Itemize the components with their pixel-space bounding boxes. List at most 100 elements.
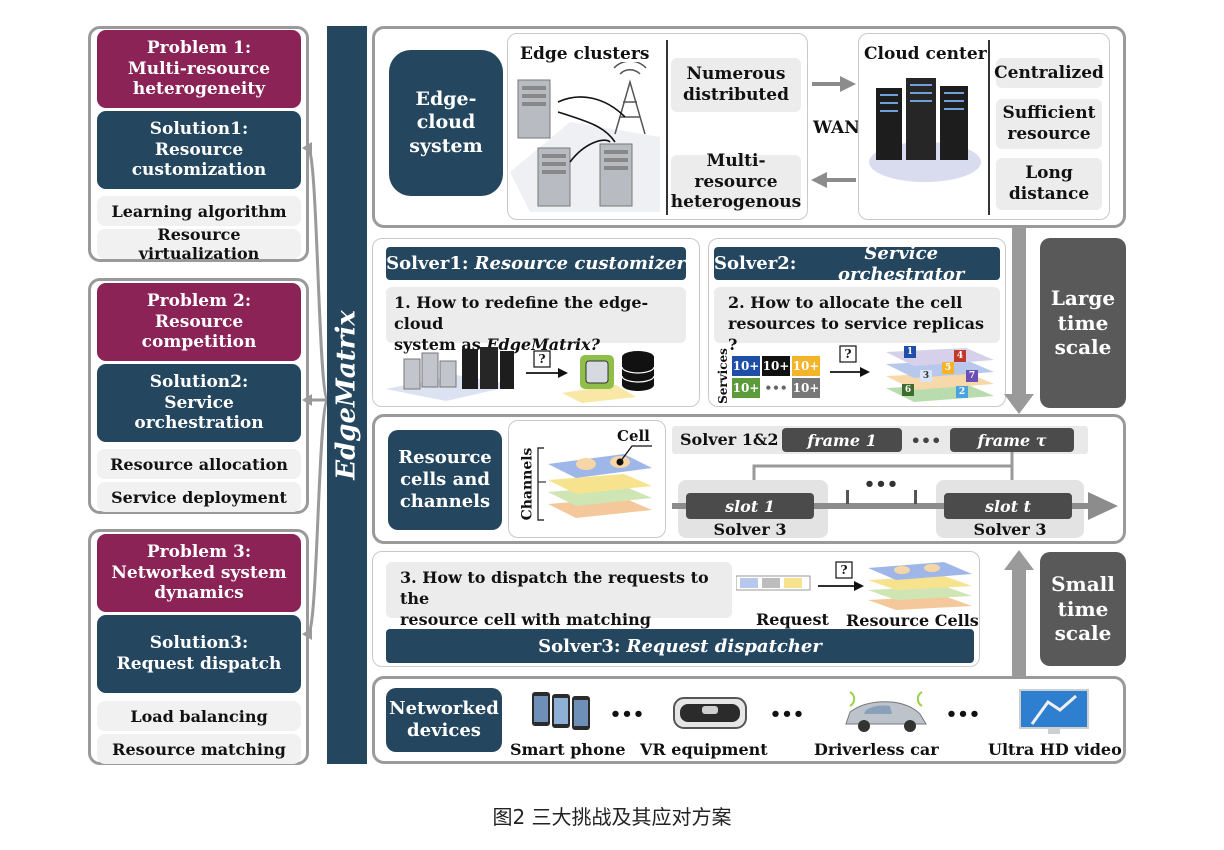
solver2-title: Solver2: Service orchestrator [714, 243, 1000, 285]
load-balancing-item: Load balancing [97, 701, 301, 731]
small-time-scale-box: Small time scale [1040, 552, 1126, 666]
cell-num: 7 [966, 370, 978, 382]
solver1-q-mark: ? [538, 352, 546, 366]
timeline-line [672, 503, 1090, 509]
solver1-title: Solver1: Resource customizer [386, 247, 686, 280]
cell-num: 4 [954, 350, 966, 362]
cell-num: 3 [920, 370, 932, 382]
resource-cells-caption: Resource Cells [846, 611, 979, 630]
resource-cells-icon [868, 562, 972, 610]
wan-label: WAN [813, 118, 860, 138]
solver3-title-prefix: Solver3: [538, 635, 621, 657]
service-deployment-item: Service deployment [97, 482, 301, 512]
multi-resource-heterogenous-box: Multi-resource heterogenous [670, 150, 802, 213]
channels-label: Channels [519, 447, 536, 521]
cloud-divider [988, 40, 990, 215]
request-illustration [736, 561, 972, 610]
device-dots: ••• [609, 704, 645, 725]
left-connectors [302, 142, 330, 640]
frame-1: frame 1 [782, 428, 902, 452]
slot-dots: ••• [863, 473, 899, 495]
services-grid: 10+ 10+ 10+ 10+ ••• 10+ [732, 356, 820, 398]
database-icon [621, 351, 655, 391]
solver2-title-prefix: Solver2: [714, 253, 797, 274]
small-scale-arrow-shaft [1012, 568, 1026, 676]
solver12-label: Solver 1&2 [680, 430, 779, 449]
device-label-uhd: Ultra HD video [988, 740, 1122, 759]
cloud-center-title: Cloud center [864, 44, 987, 64]
server-icon [517, 79, 551, 139]
large-scale-arrow-head [1004, 394, 1034, 414]
frame-tau: frame τ [950, 428, 1074, 452]
slot-1: slot 1 [686, 493, 814, 519]
services-label: Services [716, 348, 731, 404]
learning-algorithm-item: Learning algorithm [97, 196, 301, 226]
server-rack-icon [462, 347, 514, 389]
uhd-tv-icon [1019, 689, 1089, 734]
service-cell: 10+ [792, 378, 820, 398]
solver3-q-mark: ? [840, 563, 848, 577]
wan-arrow-right [812, 82, 842, 86]
problem1-box: Problem 1: Multi-resource heterogeneity [97, 30, 301, 108]
slot-tick [914, 490, 917, 504]
frame-dots: ••• [910, 430, 942, 450]
solver1-title-em: Resource customizer [474, 253, 686, 274]
driverless-car-icon [845, 691, 927, 732]
cell-num: 2 [956, 386, 968, 398]
server-icon [537, 147, 571, 207]
solver3-label-a: Solver 3 [713, 520, 787, 539]
edge-servers-illustration [510, 62, 660, 212]
request-queue-icon [736, 575, 811, 591]
edge-cloud-system-label: Edge- cloud system [389, 50, 503, 196]
resource-virtualization-item: Resource virtualization [97, 225, 301, 263]
edgematrix-title-text: EdgeMatrix [332, 310, 362, 480]
device-dots: ••• [945, 704, 981, 725]
solver1-question: 1. How to redefine the edge-cloud system… [386, 287, 686, 354]
cell-num: 1 [904, 346, 916, 358]
solver2-question: 2. How to allocate the cell resources to… [714, 287, 1000, 354]
problem3-box: Problem 3: Networked system dynamics [97, 534, 301, 612]
numerous-distributed-box: Numerous distributed [671, 58, 801, 112]
wan-arrow-right-head [840, 76, 856, 92]
solver1-illustration [386, 347, 655, 403]
antenna-icon [613, 62, 647, 135]
sufficient-resource-box: Sufficient resource [996, 99, 1102, 149]
cell-num: 6 [902, 384, 914, 396]
edge-divider [666, 40, 668, 215]
service-cell: 10+ [732, 378, 760, 398]
large-scale-arrow-shaft [1012, 228, 1026, 398]
solver3-title: Solver3: Request dispatcher [386, 629, 974, 663]
slot-tick [846, 490, 849, 504]
server-rack-icon [876, 78, 968, 160]
device-dots: ••• [769, 704, 805, 725]
chip-icon [580, 355, 614, 389]
wan-arrow-left [826, 178, 856, 182]
solution1-box: Solution1: Resource customization [97, 111, 301, 189]
solver2-title-em: Service orchestrator [838, 242, 965, 285]
device-label-phone: Smart phone [510, 740, 626, 759]
solver2-q-mark: ? [844, 347, 852, 361]
centralized-box: Centralized [994, 58, 1104, 88]
servers-icon [403, 352, 457, 390]
solution2-box: Solution2: Service orchestration [97, 364, 301, 442]
networked-devices-label: Networked devices [386, 688, 502, 752]
solver1-question-prefix: 1. How to redefine the edge-cloud system… [394, 293, 649, 354]
solver3-title-em: Request dispatcher [626, 635, 822, 657]
edge-clusters-title: Edge clusters [520, 44, 650, 64]
solver3-question: 3. How to dispatch the requests to the r… [386, 562, 732, 649]
service-cell: 10+ [762, 356, 790, 376]
cloud-datacenter-illustration [869, 78, 981, 182]
smartphone-icon [532, 692, 590, 730]
large-time-scale-box: Large time scale [1040, 238, 1126, 408]
device-label-vr: VR equipment [640, 740, 768, 759]
server-icon [599, 143, 633, 207]
vr-headset-icon [673, 697, 747, 729]
resource-cells-label: Resource cells and channels [388, 430, 502, 530]
device-label-car: Driverless car [814, 740, 939, 759]
request-label: Request [756, 610, 829, 629]
cell-label: Cell [617, 427, 650, 445]
wan-arrow-left-head [811, 172, 827, 188]
solver2-arrow [830, 345, 870, 377]
service-cell: 10+ [792, 356, 820, 376]
long-distance-box: Long distance [996, 158, 1102, 210]
